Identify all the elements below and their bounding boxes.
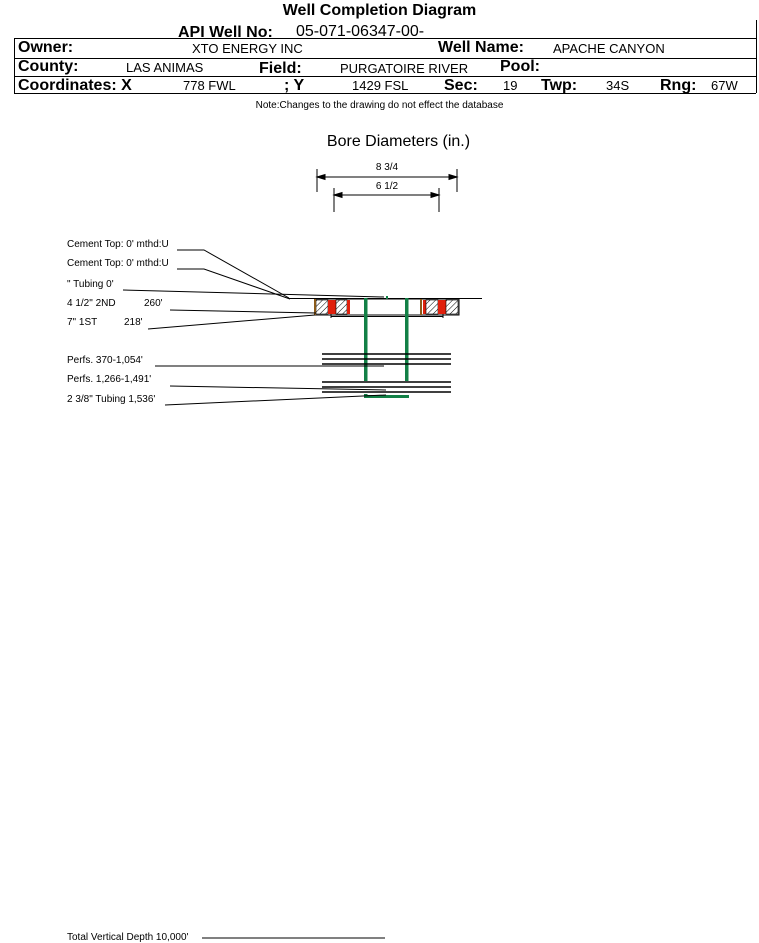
twp-label: Twp: [541, 77, 578, 94]
bore-dimension-inner [332, 188, 441, 212]
coordy-value: 1429 FSL [352, 78, 409, 93]
wellname-label: Well Name: [438, 39, 524, 56]
bore-outer-label: 8 3/4 [376, 162, 399, 173]
rng-label: Rng: [660, 77, 697, 94]
api-label: API Well No: [178, 24, 273, 41]
header-rule [14, 76, 756, 77]
leader-lines [122, 249, 387, 939]
coordy-label: ; Y [284, 77, 305, 94]
cement-top-label-2: Cement Top: 0' mthd:U [67, 258, 169, 269]
total-depth-label: Total Vertical Depth 10,000' [67, 932, 189, 943]
twp-value: 34S [606, 78, 630, 93]
owner-value: XTO ENERGY INC [192, 41, 303, 56]
tubing-top-label: " Tubing 0' [67, 279, 114, 290]
bore-inner-label: 6 1/2 [376, 181, 399, 192]
casing-1st-depth-label: 218' [124, 317, 143, 328]
pool-label: Pool: [500, 58, 540, 75]
casing-assembly [314, 298, 460, 318]
county-label: County: [18, 58, 79, 75]
casing-1st-size-label: 7" 1ST [67, 317, 97, 328]
perforations-2 [322, 381, 451, 393]
note-text: Note:Changes to the drawing do not effec… [255, 100, 504, 111]
casing-2nd-size-label: 4 1/2" 2ND [67, 298, 116, 309]
coordx-value: 778 FWL [183, 78, 236, 93]
field-label: Field: [259, 60, 302, 77]
bore-diameters-title: Bore Diameters (in.) [326, 133, 471, 150]
perforations-1 [322, 353, 451, 365]
coordx-label: Coordinates: X [18, 77, 132, 94]
perfs-2-label: Perfs. 1,266-1,491' [67, 374, 151, 385]
sec-label: Sec: [444, 77, 478, 94]
field-value: PURGATOIRE RIVER [340, 61, 469, 76]
header-rule [14, 58, 756, 59]
perfs-1-label: Perfs. 370-1,054' [67, 355, 143, 366]
casing-2nd-depth-label: 260' [144, 298, 163, 309]
rng-value: 67W [711, 78, 738, 93]
header-border-right [756, 20, 757, 93]
header-border-left [14, 38, 15, 93]
page-title: Well Completion Diagram [282, 2, 477, 19]
bore-dimension-outer [315, 169, 459, 192]
county-value: LAS ANIMAS [126, 60, 204, 75]
api-value: 05-071-06347-00- [296, 23, 425, 40]
tubing-bottom-label: 2 3/8" Tubing 1,536' [67, 394, 155, 405]
header-rule [14, 93, 756, 94]
cement-top-label-1: Cement Top: 0' mthd:U [67, 239, 169, 250]
sec-value: 19 [503, 78, 518, 93]
owner-label: Owner: [18, 39, 74, 56]
wellname-value: APACHE CANYON [553, 41, 665, 56]
header-rule [14, 38, 756, 39]
